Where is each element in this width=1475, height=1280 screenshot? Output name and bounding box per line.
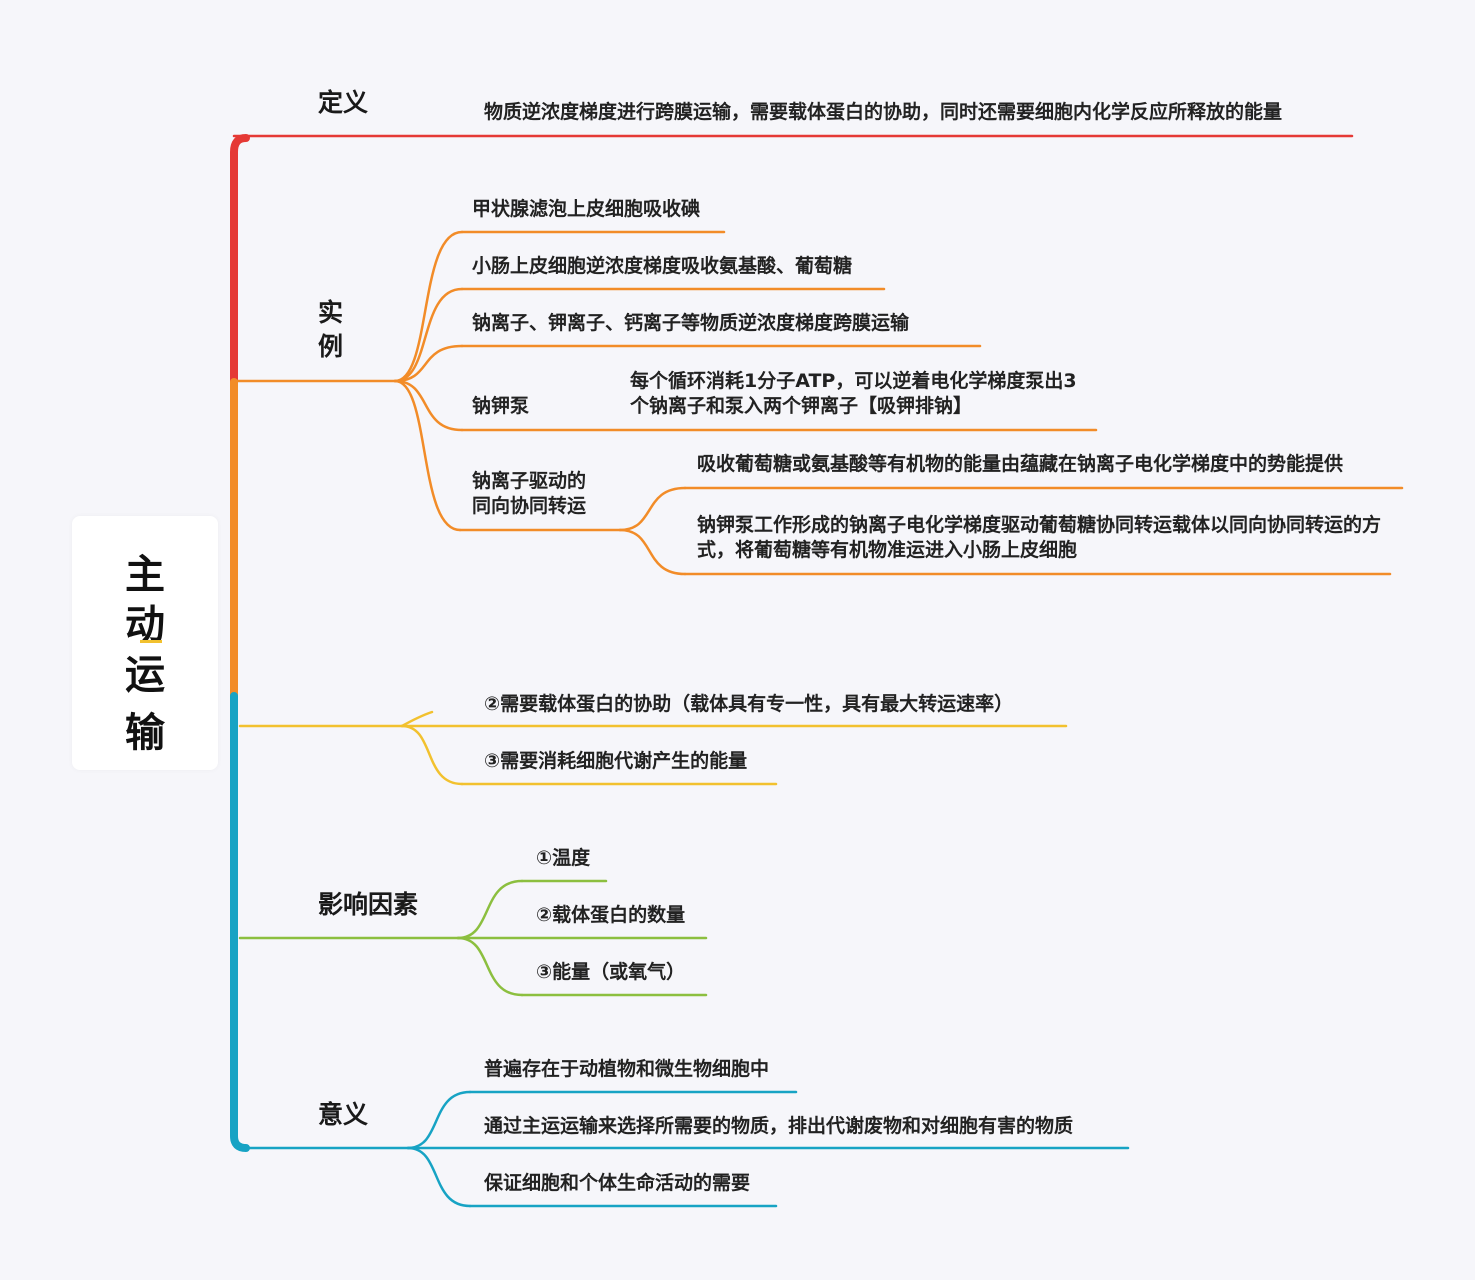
factor-item-2: ②载体蛋白的数量	[536, 904, 686, 926]
example-curve-3	[393, 344, 464, 383]
factor-item-3: ③能量（或氧气）	[536, 961, 686, 983]
definition-text: 物质逆浓度梯度进行跨膜运输，需要载体蛋白的协助，同时还需要细胞内化学反应所释放的…	[484, 101, 1283, 123]
root-node[interactable]	[72, 516, 218, 770]
root-char-1: 主	[125, 552, 165, 598]
example-item-3: 钠离子、钾离子、钙离子等物质逆浓度梯度跨膜运输	[472, 312, 910, 334]
significance-item-3: 保证细胞和个体生命活动的需要	[484, 1172, 751, 1194]
factor-curve-3	[456, 936, 524, 997]
significance-curve-1	[406, 1090, 472, 1150]
example-curve-1	[393, 230, 464, 383]
feature-curve-2	[400, 724, 464, 786]
sodium-potassium-pump-label[interactable]: 钠钾泵	[472, 395, 530, 417]
spine-definition	[230, 134, 250, 386]
cotransport-item-2: 钠钾泵工作形成的钠离子电化学梯度驱动葡萄糖协同转运载体以同向协同转运的方式，将葡…	[697, 514, 1382, 561]
significance-item-2: 通过主运运输来选择所需要的物质，排出代谢废物和对细胞有害的物质	[484, 1115, 1074, 1137]
factor-item-1: ①温度	[536, 847, 591, 869]
factor-curve-1	[456, 879, 524, 940]
significance-curve-3	[406, 1146, 472, 1208]
significance-item-1: 普遍存在于动植物和微生物细胞中	[484, 1058, 770, 1080]
root-accent-mark	[140, 640, 162, 643]
feature-item-2: ②需要载体蛋白的协助（载体具有专一性，具有最大转运速率）	[484, 693, 1014, 715]
cotransport-curve-2	[618, 528, 687, 576]
spine-significance	[230, 692, 250, 1152]
branch-definition-label[interactable]: 定义	[318, 88, 369, 117]
example-item-2: 小肠上皮细胞逆浓度梯度吸收氨基酸、葡萄糖	[472, 255, 853, 277]
example-curve-4	[393, 379, 464, 432]
cotransport-label[interactable]: 钠离子驱动的同向协同转运	[472, 470, 587, 517]
cotransport-item-1: 吸收葡萄糖或氨基酸等有机物的能量由蕴藏在钠离子电化学梯度中的势能提供	[697, 453, 1344, 475]
feature-item-3: ③需要消耗细胞代谢产生的能量	[484, 750, 748, 772]
branch-examples-label[interactable]: 实例	[318, 298, 344, 361]
example-item-1: 甲状腺滤泡上皮细胞吸收碘	[472, 198, 701, 220]
sodium-potassium-pump-detail: 每个循环消耗1分子ATP，可以逆着电化学梯度泵出3个钠离子和泵入两个钾离子【吸钾…	[630, 370, 1077, 417]
branch-significance-label[interactable]: 意义	[318, 1100, 369, 1129]
cotransport-curve-1	[618, 486, 687, 532]
branch-factors-label[interactable]: 影响因素	[318, 890, 419, 919]
root-char-3: 运	[125, 652, 165, 698]
root-char-4: 输	[125, 710, 165, 756]
example-curve-2	[393, 287, 464, 383]
example-curve-5	[393, 379, 462, 532]
features-arrow	[400, 710, 434, 728]
